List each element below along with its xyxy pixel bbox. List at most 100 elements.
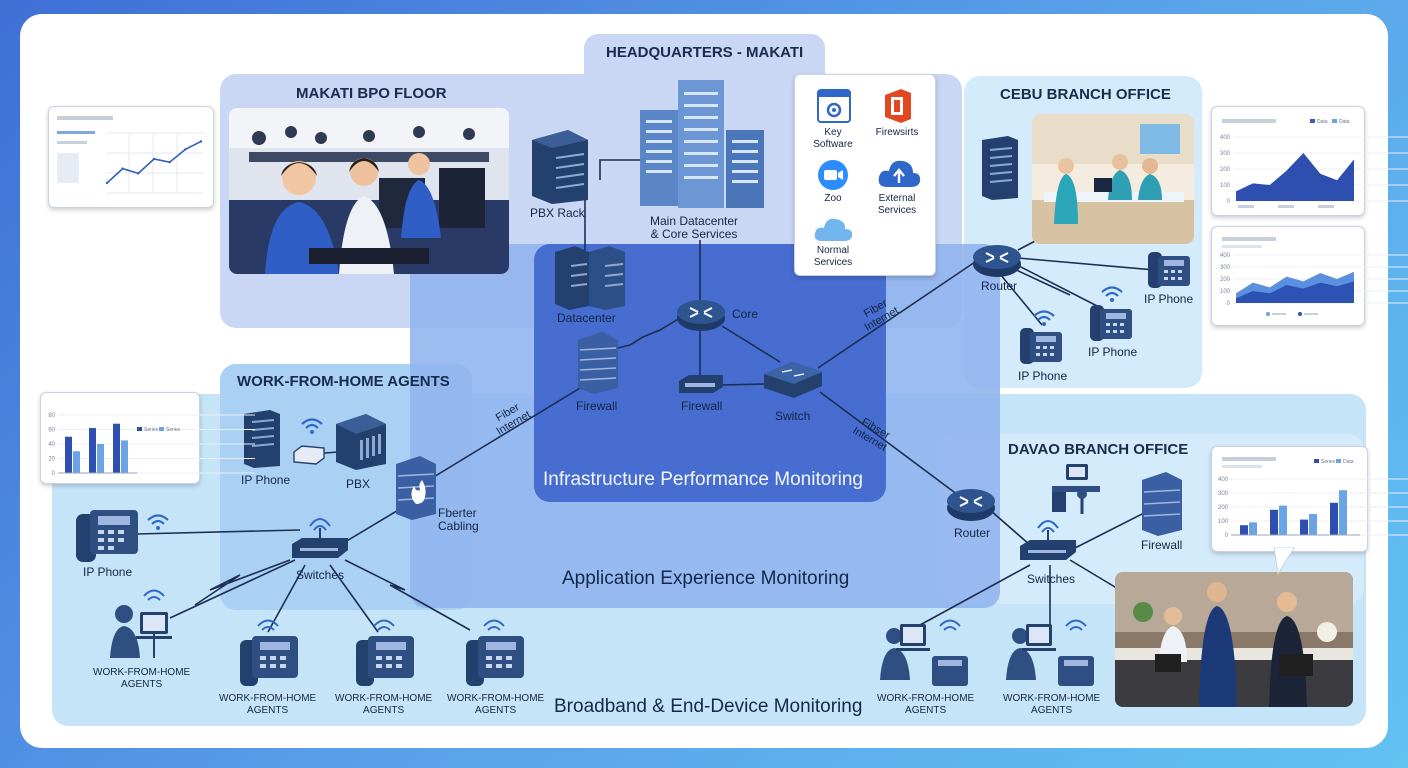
- cebu-wifi-right-icon: [1100, 284, 1124, 307]
- wfh-agent-desk-icon: [106, 586, 172, 667]
- cebu-server-icon: [982, 136, 1018, 205]
- wfh-switch-icon: [292, 512, 348, 569]
- main-datacenter-label-line1: Main Datacenter: [650, 214, 739, 228]
- bar-chart-2-subheader-bar: [1222, 465, 1262, 468]
- hq-title: HEADQUARTERS - MAKATI: [606, 44, 804, 61]
- area-chart-1-ytick: 100: [1220, 183, 1231, 189]
- pbx-rack-icon: [532, 130, 588, 209]
- davao-router-icon: [946, 486, 996, 527]
- pbx-label: PBX: [346, 477, 371, 491]
- area-chart-1-legend-label: Data: [1339, 119, 1350, 125]
- bar-chart-2-bar: [1240, 525, 1248, 535]
- normal-services-icon: [813, 215, 853, 248]
- normal-services-line1: Normal: [816, 245, 850, 256]
- area-chart-1-ytick: 200: [1220, 167, 1231, 173]
- bar-chart-2-bar: [1279, 505, 1287, 535]
- area-chart-2-legend-dot: [1298, 312, 1302, 316]
- bar-chart-1-ytick: 0: [52, 471, 56, 477]
- cebu-title: CEBU BRANCH OFFICE: [1000, 86, 1171, 103]
- wfh-agent-phone-2-icon: [356, 616, 414, 693]
- bar-chart-2-bar: [1270, 509, 1278, 535]
- broadband-monitoring-label: Broadband & End-Device Monitoring: [554, 696, 863, 717]
- bar-chart-2-bar: [1309, 514, 1317, 535]
- infra-monitoring-label: Infrastructure Performance Monitoring: [543, 469, 863, 490]
- bar-chart-1-ytick: 60: [48, 428, 55, 434]
- firewall-mid-icon: [677, 375, 725, 400]
- line-chart-grid: [105, 132, 203, 194]
- area-chart-2-ytick: 300: [1220, 265, 1231, 271]
- fiber-firewall-icon: [396, 456, 436, 525]
- cebu-router-label: Router: [981, 279, 1018, 293]
- bar-chart-1-legend-swatch: [137, 427, 142, 431]
- wfh-agent-1-line1: WORK-FROM-HOME: [219, 693, 317, 704]
- services-panel: Key Software Firewsirts Zoo External Ser…: [794, 74, 936, 276]
- area-chart-2-legend-dot: [1266, 312, 1270, 316]
- zoom-label: Zoo: [824, 193, 842, 204]
- davao-agent-2-line2: AGENTS: [1031, 705, 1073, 716]
- fiber-cabling-line2: Cabling: [438, 519, 479, 533]
- area-chart-2-header-bar: [1222, 237, 1276, 241]
- wfh-agent-2-line2: AGENTS: [363, 705, 405, 716]
- line-chart-point: [168, 161, 171, 164]
- cebu-phone-right-icon: [1148, 252, 1190, 293]
- pbx-rack-label: PBX Rack: [530, 206, 585, 220]
- bar-chart-1-ytick: 20: [48, 457, 55, 463]
- switch-icon: [764, 358, 822, 403]
- bar-chart-1-bar: [97, 444, 104, 473]
- main-datacenter-label: Main Datacenter & Core Services: [650, 215, 738, 241]
- firewall-mid-label: Firewall: [681, 399, 723, 413]
- davao-firewall-label: Firewall: [1141, 538, 1183, 552]
- wfh-agent-left-label: WORK-FROM-HOME AGENTS: [93, 667, 190, 691]
- wfh-ip-phone-label: IP Phone: [241, 473, 291, 487]
- davao-router-label: Router: [954, 526, 991, 540]
- area-chart-1-legend-swatch: [1332, 119, 1337, 123]
- area-chart-2-legend-bar: [1304, 313, 1318, 315]
- wfh-agent-3-label: WORK-FROM-HOME AGENTS: [447, 693, 544, 717]
- firewall-left-label: Firewall: [576, 399, 618, 413]
- datacenter-label: Datacenter: [557, 311, 616, 325]
- normal-services-label: Normal Services: [805, 245, 861, 269]
- fiber-cabling-label: Fberter Cabling: [438, 507, 479, 533]
- line-chart-series-line: [106, 140, 202, 184]
- bar-chart-2-legend-label: Series: [1321, 459, 1336, 465]
- bar-chart-2-header-bar: [1222, 457, 1276, 461]
- wfh-left-phone-label: IP Phone: [83, 565, 133, 579]
- firewall-left-icon: [578, 332, 618, 399]
- office-label: Firewsirts: [875, 127, 919, 138]
- bar-chart-1-ytick: 80: [48, 413, 55, 419]
- bpo-title: MAKATI BPO FLOOR: [296, 85, 447, 102]
- fiber-cabling-line1: Fberter: [438, 506, 477, 520]
- cebu-wifi-low-icon: [1032, 308, 1056, 331]
- bar-chart-2-callout-pointer: [1273, 547, 1295, 576]
- line-chart-point: [137, 172, 140, 175]
- wfh-left-phone-icon: [76, 510, 138, 567]
- office-icon: [881, 89, 913, 128]
- normal-services-line2: Services: [813, 257, 853, 268]
- cebu-phone-low-label: IP Phone: [1018, 369, 1068, 383]
- core-router-icon: [676, 298, 726, 337]
- pbx-icon: [336, 414, 386, 475]
- wfh-switches-label: Switches: [296, 568, 345, 582]
- area-chart-1-series-area: [1236, 153, 1354, 201]
- davao-agent-1-label: WORK-FROM-HOME AGENTS: [877, 693, 974, 717]
- line-chart-list-block: [57, 153, 79, 183]
- davao-reception-photo: [1115, 572, 1353, 707]
- bar-chart-2-ytick: 300: [1218, 491, 1229, 497]
- bar-chart-2-ytick: 400: [1218, 477, 1229, 483]
- wfh-agent-2-label: WORK-FROM-HOME AGENTS: [335, 693, 432, 717]
- area-chart-1-legend-swatch: [1310, 119, 1315, 123]
- key-software-line2: Software: [813, 139, 853, 150]
- bpo-floor-photo: [229, 108, 509, 274]
- wfh-server-icon: [244, 410, 280, 473]
- bar-chart-2-legend-swatch: [1314, 459, 1319, 463]
- line-chart-point: [199, 140, 203, 143]
- bar-chart-2-bar: [1249, 522, 1257, 535]
